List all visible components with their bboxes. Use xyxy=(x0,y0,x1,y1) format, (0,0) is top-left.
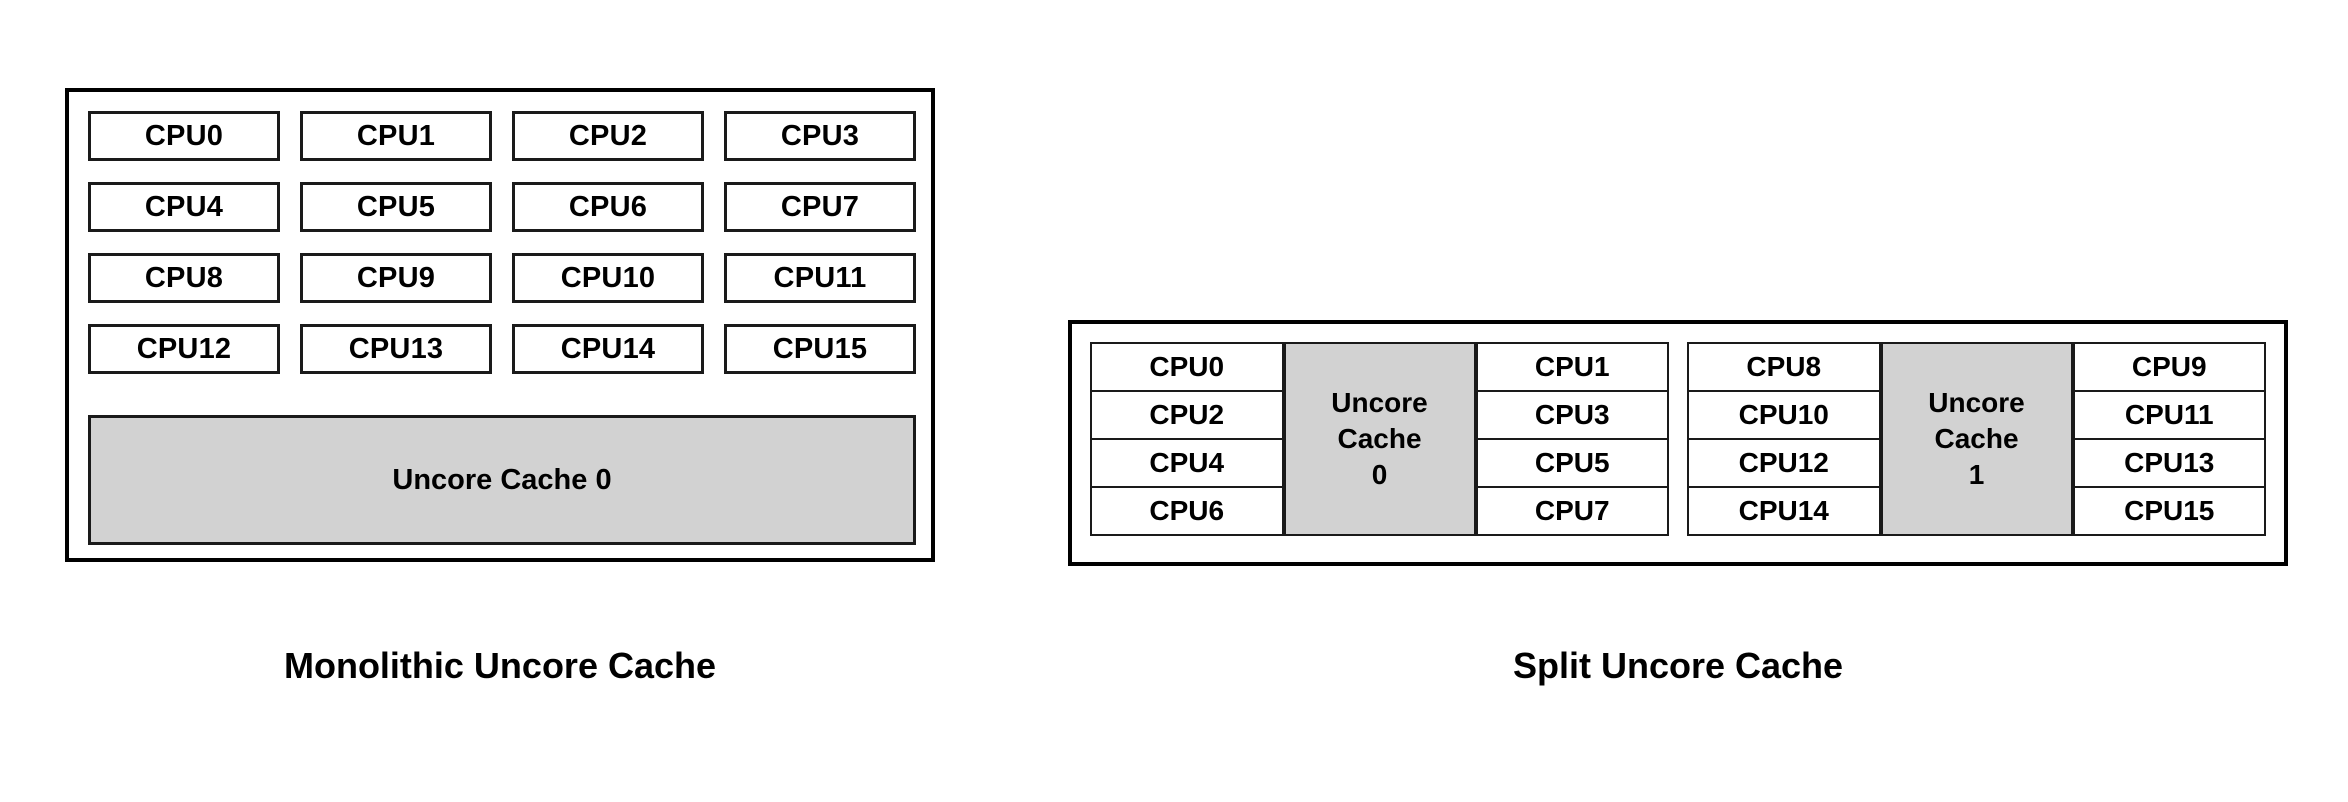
cpu-cell: CPU14 xyxy=(1687,486,1881,536)
cpu-box: CPU7 xyxy=(724,182,916,232)
cpu-box: CPU6 xyxy=(512,182,704,232)
cpu-box: CPU2 xyxy=(512,111,704,161)
cpu-box: CPU5 xyxy=(300,182,492,232)
cpu-box: CPU4 xyxy=(88,182,280,232)
split-cache-group: CPU0 CPU2 CPU4 CPU6 Uncore Cache 0 CPU1 … xyxy=(1090,342,1669,536)
cpu-box: CPU0 xyxy=(88,111,280,161)
cpu-cell: CPU11 xyxy=(2072,390,2266,440)
cpu-cell: CPU10 xyxy=(1687,390,1881,440)
cpu-cell: CPU3 xyxy=(1475,390,1669,440)
cpu-box: CPU9 xyxy=(300,253,492,303)
cpu-box: CPU11 xyxy=(724,253,916,303)
cpu-column-right: CPU9 CPU11 CPU13 CPU15 xyxy=(2072,342,2266,536)
cpu-box: CPU8 xyxy=(88,253,280,303)
cpu-box: CPU12 xyxy=(88,324,280,374)
cpu-box: CPU14 xyxy=(512,324,704,374)
monolithic-uncore-cache-diagram: CPU0 CPU1 CPU2 CPU3 CPU4 CPU5 CPU6 CPU7 … xyxy=(65,88,935,562)
cpu-box: CPU15 xyxy=(724,324,916,374)
monolithic-diagram-caption: Monolithic Uncore Cache xyxy=(283,645,717,686)
monolithic-diagram-inner: CPU0 CPU1 CPU2 CPU3 CPU4 CPU5 CPU6 CPU7 … xyxy=(88,111,916,545)
uncore-cache-label-line3: 0 xyxy=(1371,458,1388,490)
cpu-cell: CPU1 xyxy=(1475,342,1669,392)
cpu-box: CPU10 xyxy=(512,253,704,303)
cpu-cell: CPU7 xyxy=(1475,486,1669,536)
cpu-cell: CPU2 xyxy=(1090,390,1284,440)
cpu-box: CPU1 xyxy=(300,111,492,161)
split-diagram-caption: Split Uncore Cache xyxy=(1512,645,1844,686)
uncore-cache-label-line1: Uncore xyxy=(1928,387,2025,419)
uncore-cache-label-line1: Uncore xyxy=(1331,387,1428,419)
uncore-cache-block: Uncore Cache 0 xyxy=(88,415,916,545)
cpu-column-left: CPU0 CPU2 CPU4 CPU6 xyxy=(1090,342,1284,536)
split-uncore-cache-diagram: CPU0 CPU2 CPU4 CPU6 Uncore Cache 0 CPU1 … xyxy=(1068,320,2288,566)
uncore-cache-block: Uncore Cache 1 xyxy=(1880,342,2073,536)
cpu-box: CPU3 xyxy=(724,111,916,161)
monolithic-cpu-grid: CPU0 CPU1 CPU2 CPU3 CPU4 CPU5 CPU6 CPU7 … xyxy=(88,111,916,374)
cpu-cell: CPU15 xyxy=(2072,486,2266,536)
split-diagram-inner: CPU0 CPU2 CPU4 CPU6 Uncore Cache 0 CPU1 … xyxy=(1090,342,2266,536)
uncore-cache-block: Uncore Cache 0 xyxy=(1283,342,1476,536)
cpu-cell: CPU0 xyxy=(1090,342,1284,392)
cpu-column-right: CPU1 CPU3 CPU5 CPU7 xyxy=(1475,342,1669,536)
cpu-cell: CPU5 xyxy=(1475,438,1669,488)
uncore-cache-label-line2: Cache xyxy=(1934,423,2019,455)
uncore-cache-label-line2: Cache xyxy=(1337,423,1422,455)
cpu-cell: CPU4 xyxy=(1090,438,1284,488)
cpu-column-left: CPU8 CPU10 CPU12 CPU14 xyxy=(1687,342,1881,536)
split-cache-group: CPU8 CPU10 CPU12 CPU14 Uncore Cache 1 CP… xyxy=(1687,342,2266,536)
cpu-cell: CPU6 xyxy=(1090,486,1284,536)
cpu-cell: CPU13 xyxy=(2072,438,2266,488)
cpu-cell: CPU12 xyxy=(1687,438,1881,488)
cpu-box: CPU13 xyxy=(300,324,492,374)
cpu-cell: CPU9 xyxy=(2072,342,2266,392)
uncore-cache-label-line3: 1 xyxy=(1968,458,1985,490)
cpu-cell: CPU8 xyxy=(1687,342,1881,392)
